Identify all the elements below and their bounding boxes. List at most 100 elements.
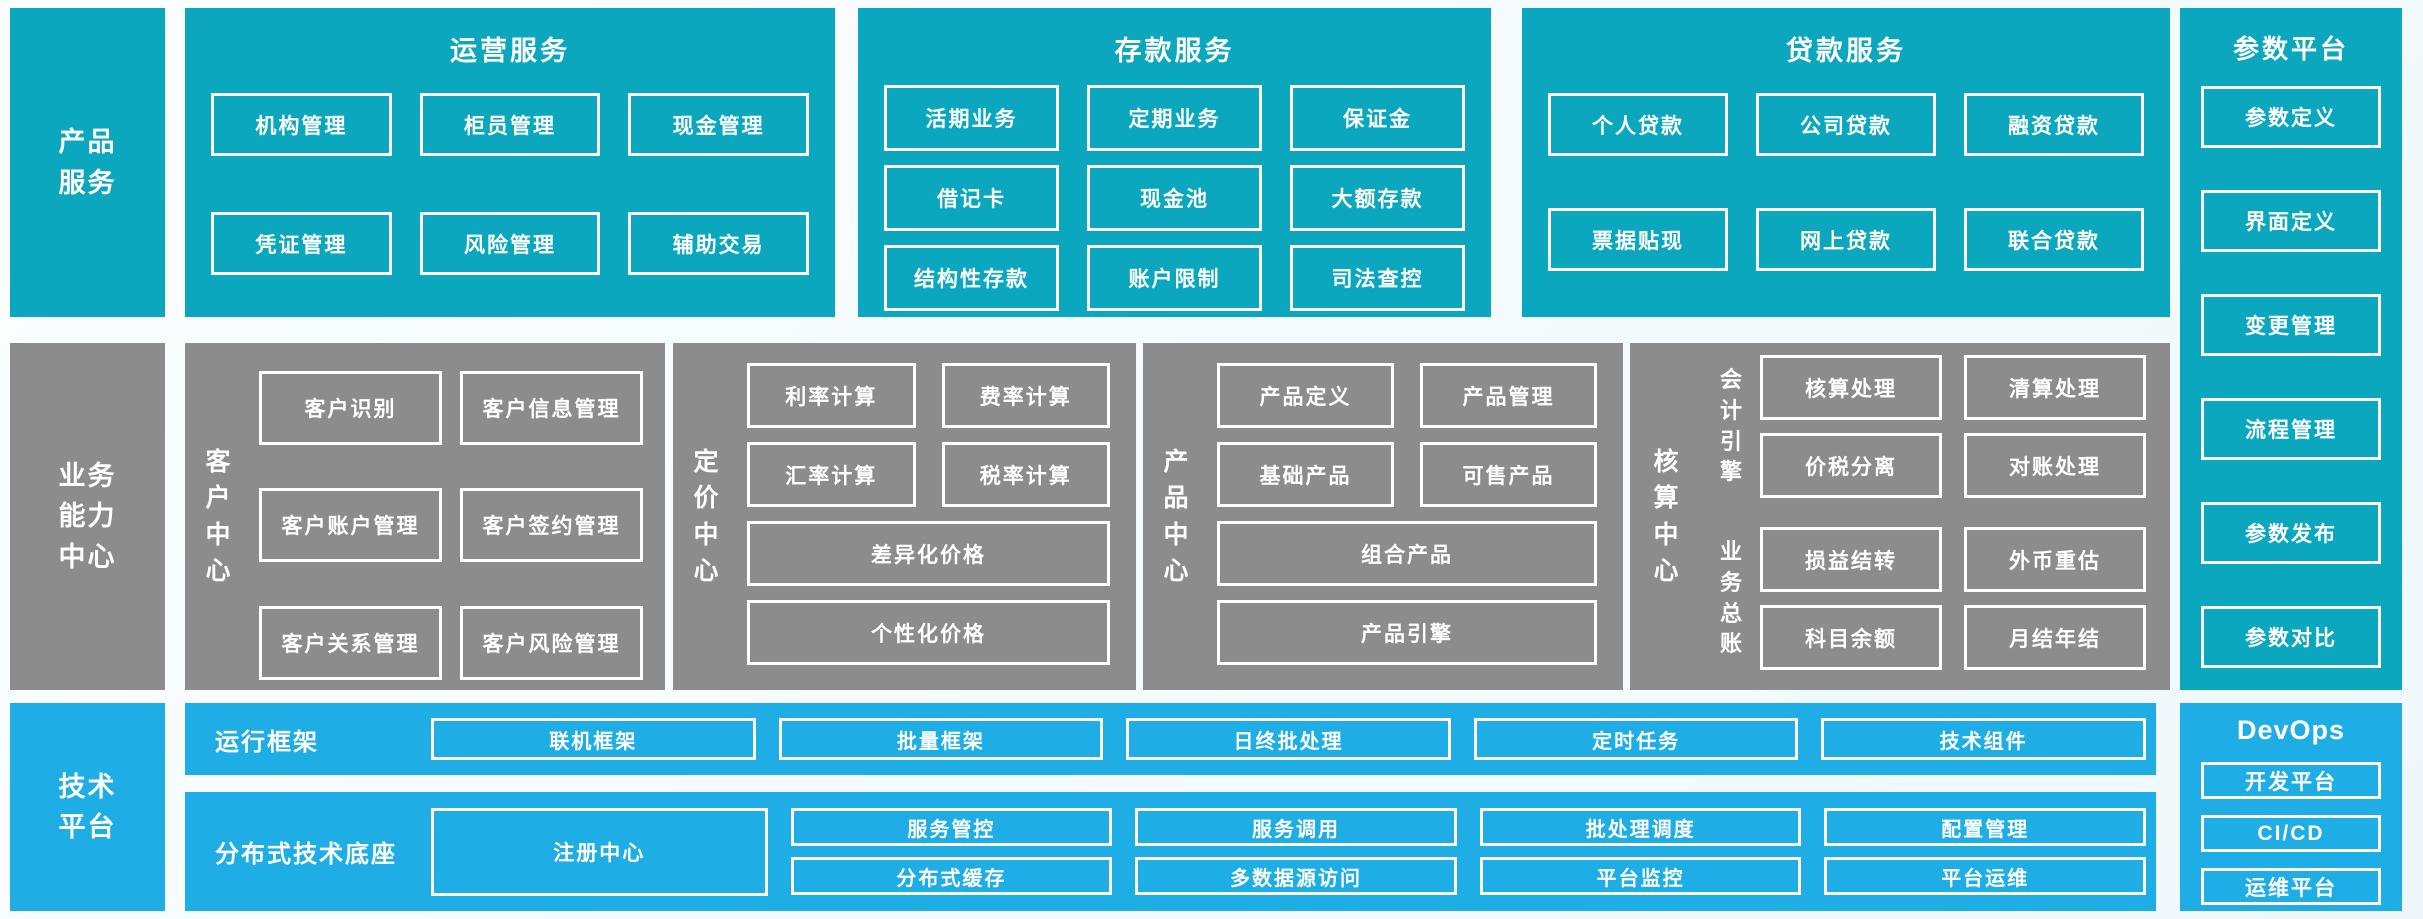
- customer-box: 客户信息管理: [460, 371, 643, 445]
- product-center-panel: 产 品 中 心 产品定义 产品管理 基础产品 可售产品 组合产品 产品引擎: [1143, 343, 1623, 690]
- distributed-base-band: 分布式技术底座 注册中心 服务管控 服务调用 批处理调度 配置管理 分布式缓存 …: [185, 792, 2156, 911]
- devops-box: 开发平台: [2201, 762, 2381, 799]
- accounting-center-groups: 会 计 引 擎 核算处理 清算处理 价税分离 对账处理 业 务 总 账 损益结转…: [1702, 355, 2146, 690]
- product-box: 产品管理: [1420, 363, 1597, 428]
- loan-box: 个人贷款: [1548, 93, 1728, 156]
- parameter-box: 变更管理: [2201, 294, 2381, 356]
- loan-services-title: 贷款服务: [1786, 35, 1906, 66]
- tech-platform-sidebar-label: 技术 平台: [58, 771, 117, 843]
- operations-box: 机构管理: [211, 93, 392, 156]
- pricing-center-panel: 定 价 中 心 利率计算 费率计算 汇率计算 税率计算 差异化价格 个性化价格: [673, 343, 1136, 690]
- operations-services-section: 运营服务 机构管理 柜员管理 现金管理 凭证管理 风险管理 辅助交易: [185, 8, 835, 317]
- runtime-box: 日终批处理: [1126, 718, 1451, 760]
- product-center-grid: 产品定义 产品管理 基础产品 可售产品 组合产品 产品引擎: [1217, 363, 1597, 690]
- deposit-box: 借记卡: [884, 165, 1059, 231]
- customer-box: 客户签约管理: [460, 488, 643, 563]
- loan-box: 网上贷款: [1756, 208, 1936, 271]
- operations-box: 凭证管理: [211, 212, 392, 275]
- distributed-box: 服务管控: [790, 808, 1113, 846]
- business-capability-sidebar-label: 业务 能力 中心: [58, 460, 117, 572]
- parameter-platform-title: 参数平台: [2232, 33, 2349, 64]
- runtime-framework-band: 运行框架 联机框架 批量框架 日终批处理 定时任务 技术组件: [185, 703, 2156, 775]
- pricing-box-wide: 个性化价格: [747, 600, 1110, 665]
- business-ledger-label: 业 务 总 账: [1719, 538, 1742, 657]
- runtime-box: 定时任务: [1473, 718, 1799, 760]
- loan-box: 融资贷款: [1964, 93, 2144, 156]
- accounting-box: 清算处理: [1964, 355, 2146, 420]
- pricing-center-grid: 利率计算 费率计算 汇率计算 税率计算 差异化价格 个性化价格: [747, 363, 1110, 690]
- pricing-box: 费率计算: [941, 363, 1110, 428]
- distributed-box: 批处理调度: [1479, 808, 1802, 846]
- distributed-box: 多数据源访问: [1135, 857, 1457, 895]
- distributed-base-grid: 服务管控 服务调用 批处理调度 配置管理 分布式缓存 多数据源访问 平台监控 平…: [790, 808, 2146, 895]
- pricing-box: 税率计算: [941, 442, 1110, 507]
- deposit-box: 大额存款: [1290, 165, 1465, 231]
- product-box: 可售产品: [1420, 442, 1597, 507]
- deposit-box: 结构性存款: [884, 245, 1059, 311]
- product-services-sidebar-label: 产品 服务: [58, 127, 117, 198]
- deposit-box: 账户限制: [1087, 245, 1262, 311]
- runtime-box: 联机框架: [431, 718, 756, 760]
- parameter-box: 流程管理: [2201, 398, 2381, 460]
- accounting-center-panel: 核 算 中 心 会 计 引 擎 核算处理 清算处理 价税分离 对账处理 业 务 …: [1630, 343, 2170, 690]
- distributed-base-label: 分布式技术底座: [215, 841, 397, 868]
- accounting-engine-group: 会 计 引 擎 核算处理 清算处理 价税分离 对账处理: [1702, 355, 2146, 498]
- deposit-box: 活期业务: [884, 85, 1059, 151]
- operations-services-grid: 机构管理 柜员管理 现金管理 凭证管理 风险管理 辅助交易: [185, 93, 835, 275]
- devops-box: CI/CD: [2201, 815, 2381, 852]
- loan-box: 票据贴现: [1548, 208, 1728, 271]
- devops-box: 运维平台: [2201, 868, 2381, 905]
- runtime-box: 技术组件: [1821, 718, 2146, 760]
- parameter-platform-section: 参数平台 参数定义 界面定义 变更管理 流程管理 参数发布 参数对比: [2180, 8, 2402, 690]
- distributed-box: 分布式缓存: [790, 857, 1113, 895]
- devops-title: DevOps: [2236, 715, 2346, 745]
- runtime-framework-label: 运行框架: [215, 728, 319, 756]
- customer-box: 客户识别: [259, 371, 442, 445]
- parameter-platform-list: 参数定义 界面定义 变更管理 流程管理 参数发布 参数对比: [2201, 86, 2381, 668]
- loan-box: 联合贷款: [1964, 208, 2144, 271]
- distributed-box: 服务调用: [1135, 808, 1457, 846]
- accounting-center-label: 核 算 中 心: [1653, 448, 1679, 585]
- pricing-center-label: 定 价 中 心: [693, 448, 719, 585]
- operations-box: 辅助交易: [628, 212, 809, 275]
- runtime-box: 批量框架: [778, 718, 1104, 760]
- devops-section: DevOps 开发平台 CI/CD 运维平台: [2180, 703, 2402, 911]
- ledger-box: 科目余额: [1760, 605, 1942, 670]
- deposit-box: 司法查控: [1290, 245, 1465, 311]
- accounting-box: 价税分离: [1760, 433, 1942, 498]
- ledger-box: 损益结转: [1760, 527, 1942, 592]
- parameter-box: 参数对比: [2201, 606, 2381, 668]
- product-services-sidebar: 产品 服务: [10, 8, 165, 317]
- customer-center-panel: 客 户 中 心 客户识别 客户信息管理 客户账户管理 客户签约管理 客户关系管理…: [185, 343, 665, 690]
- registry-center-box: 注册中心: [431, 807, 768, 896]
- operations-box: 风险管理: [419, 212, 601, 275]
- distributed-base-content: 注册中心 服务管控 服务调用 批处理调度 配置管理 分布式缓存 多数据源访问 平…: [431, 807, 2146, 896]
- loan-services-section: 贷款服务 个人贷款 公司贷款 融资贷款 票据贴现 网上贷款 联合贷款: [1522, 8, 2170, 317]
- loan-services-grid: 个人贷款 公司贷款 融资贷款 票据贴现 网上贷款 联合贷款: [1522, 93, 2170, 271]
- parameter-box: 界面定义: [2201, 190, 2381, 252]
- deposit-box: 保证金: [1290, 85, 1465, 151]
- customer-box: 客户风险管理: [460, 605, 643, 680]
- ledger-box: 月结年结: [1964, 605, 2146, 670]
- product-box: 产品定义: [1217, 363, 1394, 428]
- distributed-box: 平台监控: [1479, 857, 1802, 895]
- product-box-wide: 产品引擎: [1217, 600, 1597, 665]
- customer-box: 客户账户管理: [259, 488, 442, 563]
- pricing-box: 汇率计算: [747, 442, 916, 507]
- operations-box: 现金管理: [628, 93, 809, 156]
- business-capability-sidebar: 业务 能力 中心: [10, 343, 165, 690]
- ledger-box: 外币重估: [1964, 527, 2146, 592]
- pricing-box: 利率计算: [747, 363, 916, 428]
- deposit-box: 定期业务: [1087, 85, 1262, 151]
- runtime-framework-boxes: 联机框架 批量框架 日终批处理 定时任务 技术组件: [431, 718, 2146, 760]
- product-center-label: 产 品 中 心: [1163, 448, 1189, 585]
- distributed-box: 平台运维: [1824, 857, 2146, 895]
- deposit-box: 现金池: [1087, 165, 1262, 231]
- accounting-box: 核算处理: [1760, 355, 1942, 420]
- devops-list: 开发平台 CI/CD 运维平台: [2201, 762, 2381, 905]
- deposit-services-grid: 活期业务 定期业务 保证金 借记卡 现金池 大额存款 结构性存款 账户限制 司法…: [858, 85, 1491, 311]
- accounting-engine-label: 会 计 引 擎: [1719, 366, 1742, 485]
- product-box: 基础产品: [1217, 442, 1394, 507]
- tech-platform-sidebar: 技术 平台: [10, 703, 165, 911]
